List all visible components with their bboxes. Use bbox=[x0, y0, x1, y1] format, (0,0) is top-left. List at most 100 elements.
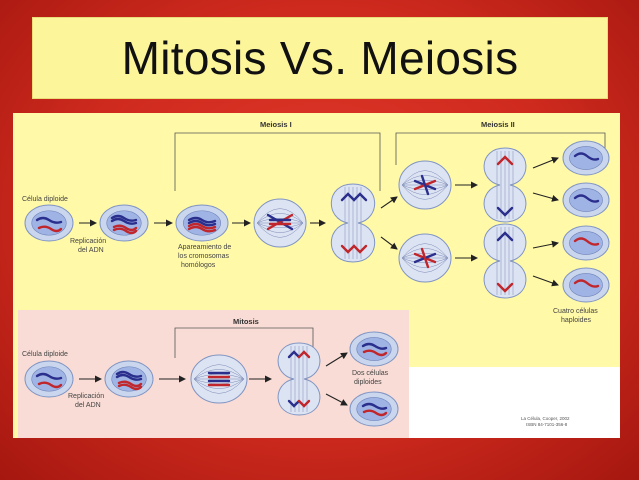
mitosis-replication-label-1: Replicación bbox=[68, 393, 104, 400]
meiosis-replication-label-1: Replicación bbox=[70, 238, 106, 245]
haploid-cell-4 bbox=[562, 267, 610, 303]
credit-line-1: La Célula, Cooper, 2002 bbox=[521, 416, 570, 421]
slide-title: Mitosis Vs. Meiosis bbox=[121, 32, 519, 84]
chromosome bbox=[115, 373, 143, 381]
chromosome bbox=[187, 222, 217, 230]
nucleus bbox=[31, 210, 67, 236]
chromosome bbox=[35, 216, 63, 224]
chromosome bbox=[287, 399, 301, 408]
credit-line-2: ISBN 84-7101-356-8 bbox=[526, 422, 568, 427]
credit-panel bbox=[409, 367, 620, 438]
chromosome bbox=[420, 247, 430, 269]
spindle-fiber bbox=[401, 257, 449, 268]
spindle-fiber bbox=[401, 179, 449, 186]
arrow-meiosis-11 bbox=[532, 240, 559, 249]
chromosome bbox=[35, 372, 63, 380]
chromosome bbox=[496, 155, 514, 166]
meiosis-ii-lower-dividing-cell bbox=[483, 223, 527, 299]
spindle-fiber bbox=[193, 369, 245, 380]
spindle-fiber bbox=[256, 217, 304, 224]
pairing-label-2: los cromosomas bbox=[178, 253, 229, 260]
two-cells-label-1: Dos células bbox=[352, 370, 389, 377]
mitosis-bracket bbox=[174, 327, 314, 358]
spindle-fiber bbox=[401, 170, 449, 186]
two-cells-label-2: diploides bbox=[354, 379, 382, 386]
chromosome bbox=[496, 231, 514, 242]
chromosome bbox=[117, 380, 143, 388]
meiosis-mitosis-figure: Meiosis I Meiosis II Mitosis Célula dipl… bbox=[13, 113, 620, 438]
meiosis-diploid-label: Célula diploide bbox=[22, 196, 68, 203]
spindle-fiber bbox=[193, 378, 245, 389]
spindle-fiber bbox=[256, 213, 304, 224]
title-banner: Mitosis Vs. Meiosis bbox=[32, 17, 608, 99]
mitosis-replication-label-2: del ADN bbox=[75, 402, 101, 409]
arrow-meiosis-9 bbox=[532, 156, 559, 169]
chromosome bbox=[110, 217, 138, 225]
chromosome bbox=[361, 402, 388, 410]
chromosome bbox=[573, 152, 600, 161]
spindle-fiber bbox=[401, 184, 449, 200]
mitosis-header: Mitosis bbox=[233, 317, 259, 326]
chromosome bbox=[187, 225, 217, 233]
arrow-mitosis-4 bbox=[325, 352, 348, 367]
meiosis-diploid-cell bbox=[24, 204, 74, 242]
meiosis-replicated-cell bbox=[99, 204, 149, 242]
chromosome bbox=[362, 409, 388, 417]
chromosome bbox=[573, 237, 600, 246]
meiosis-i-bracket bbox=[174, 132, 381, 191]
spindle-fiber bbox=[193, 364, 245, 380]
meiosis-i-header: Meiosis I bbox=[260, 120, 292, 129]
meiosis-ii-header: Meiosis II bbox=[481, 120, 515, 129]
chromosome bbox=[340, 192, 368, 202]
arrow-meiosis-12 bbox=[532, 275, 559, 287]
spindle-fiber bbox=[401, 257, 449, 273]
chromosome bbox=[361, 342, 388, 350]
chromosome bbox=[112, 224, 138, 232]
spindle-fiber bbox=[401, 243, 449, 259]
meiosis-ii-upper-dividing-cell bbox=[483, 147, 527, 223]
spindle-fiber bbox=[256, 208, 304, 224]
spindle-fiber bbox=[193, 378, 245, 394]
spindle-fiber bbox=[256, 222, 304, 233]
mitosis-dividing-cell bbox=[277, 342, 321, 416]
arrow-meiosis-6 bbox=[380, 236, 398, 250]
haploid-cell-1 bbox=[562, 140, 610, 176]
four-cells-label-2: haploides bbox=[561, 317, 591, 324]
meiosis-ii-lower-cell bbox=[398, 233, 452, 283]
chromosome bbox=[187, 219, 217, 227]
arrow-mitosis-5 bbox=[325, 393, 348, 406]
arrow-meiosis-5 bbox=[380, 196, 398, 209]
spindle-fiber bbox=[193, 373, 245, 380]
chromosome bbox=[573, 194, 600, 203]
mitosis-replicated-cell bbox=[104, 360, 154, 398]
chromosome bbox=[340, 244, 368, 254]
mitosis-metaphase-cell bbox=[190, 354, 248, 404]
chromosome bbox=[362, 349, 388, 357]
arrow-meiosis-10 bbox=[532, 192, 559, 202]
spindle-fiber bbox=[401, 252, 449, 259]
chromosome bbox=[573, 279, 600, 288]
spindle-fiber bbox=[401, 175, 449, 186]
spindle-fiber bbox=[401, 184, 449, 195]
chromosome bbox=[266, 213, 294, 231]
chromosome bbox=[112, 227, 138, 235]
spindle-fiber bbox=[401, 257, 449, 264]
meiosis-replication-label-2: del ADN bbox=[78, 247, 104, 254]
nucleus bbox=[569, 273, 603, 297]
chromosome bbox=[420, 174, 430, 196]
pairing-label-1: Apareamiento de bbox=[178, 244, 231, 251]
chromosome bbox=[297, 399, 311, 408]
nucleus bbox=[569, 188, 603, 212]
chromosome bbox=[115, 370, 143, 378]
mitosis-diploid-cell bbox=[24, 360, 74, 398]
spindle-fiber bbox=[256, 222, 304, 238]
chromosome bbox=[187, 216, 217, 224]
haploid-cell-2 bbox=[562, 182, 610, 218]
chromosome bbox=[287, 350, 301, 359]
chromosome bbox=[110, 214, 138, 222]
pairing-label-3: homólogos bbox=[181, 262, 216, 269]
meiosis-i-dividing-cell bbox=[330, 183, 376, 263]
nucleus bbox=[569, 231, 603, 255]
four-cells-label-1: Cuatro células bbox=[553, 308, 598, 315]
